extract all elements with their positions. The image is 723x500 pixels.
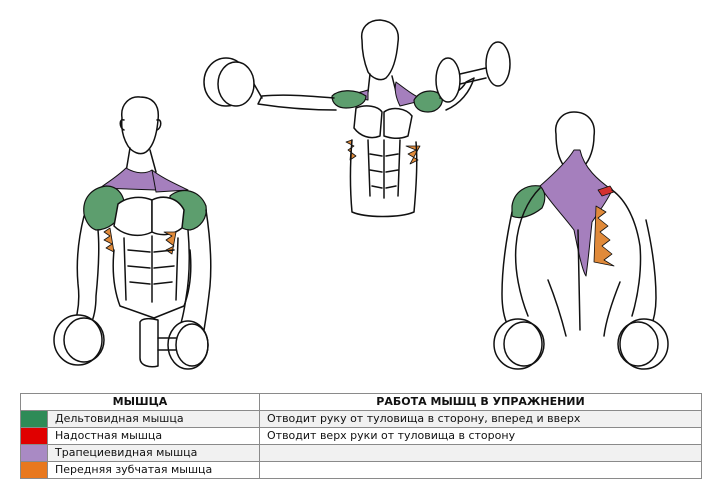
legend-color-swatch	[20, 410, 48, 428]
figure-back-view	[493, 111, 669, 370]
legend-muscle-name: Дельтовидная мышца	[47, 410, 260, 428]
legend-row: Надостная мышца Отводит верх руки от тул…	[20, 427, 702, 445]
legend-muscle-action: Отводит верх руки от туловища в сторону	[259, 427, 702, 445]
legend-row: Передняя зубчатая мышца	[20, 461, 702, 479]
header-muscle: МЫШЦА	[20, 393, 260, 411]
legend-muscle-action	[259, 461, 702, 479]
serratus-back	[593, 205, 615, 267]
legend-row: Дельтовидная мышца Отводит руку от тулов…	[20, 410, 702, 428]
deltoid-raise-left	[331, 90, 367, 109]
serratus-front-right	[163, 231, 177, 255]
deltoid-back	[511, 185, 546, 219]
legend-header-row: МЫШЦА РАБОТА МЫШЦ В УПРАЖНЕНИИ	[20, 393, 702, 411]
serratus-front-left	[103, 227, 115, 253]
serratus-raise-right	[405, 145, 421, 165]
legend-color-swatch	[20, 444, 48, 462]
deltoid-raise-right	[413, 90, 443, 113]
figure-front-arms-down	[53, 96, 212, 370]
legend-muscle-name: Трапециевидная мышца	[47, 444, 260, 462]
muscle-legend-table: МЫШЦА РАБОТА МЫШЦ В УПРАЖНЕНИИ Дельтовид…	[20, 393, 702, 479]
legend-row: Трапециевидная мышца	[20, 444, 702, 462]
legend-muscle-action: Отводит руку от туловища в сторону, впер…	[259, 410, 702, 428]
header-action: РАБОТА МЫШЦ В УПРАЖНЕНИИ	[259, 393, 702, 411]
figure-front-lateral-raise	[203, 19, 511, 218]
legend-muscle-name: Передняя зубчатая мышца	[47, 461, 260, 479]
legend-color-swatch	[20, 461, 48, 479]
trapezius-front-right	[151, 169, 189, 193]
exercise-illustration	[53, 19, 669, 370]
legend-muscle-action	[259, 444, 702, 462]
legend-color-swatch	[20, 427, 48, 445]
legend-muscle-name: Надостная мышца	[47, 427, 260, 445]
